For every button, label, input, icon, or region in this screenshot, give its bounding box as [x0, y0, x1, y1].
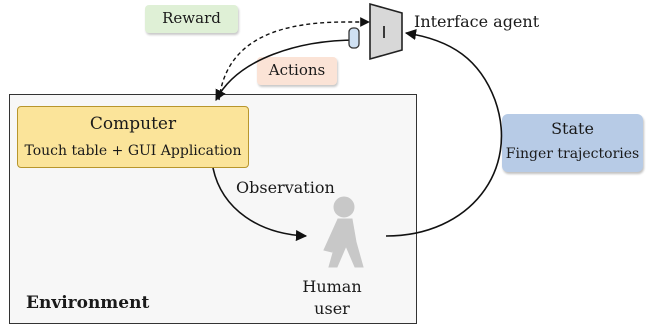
- agent-label: Interface agent: [414, 12, 540, 31]
- observation-arrow: [212, 167, 308, 242]
- human-label-line2: user: [314, 299, 350, 318]
- state-title: State: [551, 119, 594, 138]
- human-user-icon: [323, 196, 364, 268]
- actions-arrow: [215, 39, 358, 101]
- interface-agent-icon: [348, 2, 403, 61]
- reward-arrow: [218, 17, 370, 101]
- state-subtitle: Finger trajectories: [505, 146, 640, 162]
- human-label: Human user: [300, 276, 364, 320]
- actions-label: Actions: [257, 57, 337, 85]
- computer-box: Computer Touch table + GUI Application: [17, 106, 249, 168]
- state-box: State Finger trajectories: [502, 114, 643, 172]
- human-label-line1: Human: [302, 277, 362, 296]
- observation-label: Observation: [236, 178, 335, 197]
- state-arrow: [385, 28, 503, 237]
- computer-title: Computer: [89, 114, 177, 134]
- computer-subtitle: Touch table + GUI Application: [24, 143, 242, 159]
- environment-label: Environment: [26, 293, 150, 313]
- reward-label: Reward: [145, 5, 238, 33]
